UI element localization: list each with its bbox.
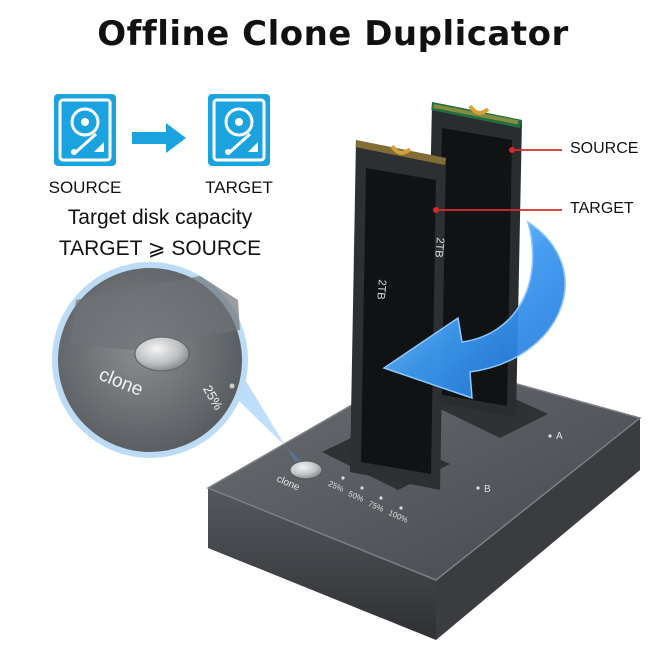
ssd-front [350, 140, 446, 490]
zoom-magnifier [52, 262, 248, 458]
callout-source-label: SOURCE [570, 140, 639, 157]
capacity-text-line1: Target disk capacity [67, 206, 253, 229]
arrow-right-icon [132, 123, 186, 153]
target-disk-icon [208, 94, 270, 166]
callout-dot-source [509, 147, 515, 153]
ssd-front-capacity: 2TB [374, 278, 388, 301]
target-disk-label: TARGET [205, 178, 273, 197]
slot-a-led [548, 434, 552, 438]
slot-b-label: B [484, 484, 491, 495]
dock-progress-leds [341, 476, 403, 510]
callout-dot-target [433, 207, 439, 213]
source-disk-icon [54, 94, 116, 166]
ssd-back-capacity: 2TB [432, 236, 446, 259]
slot-a-label: A [556, 431, 563, 442]
dock-clone-button[interactable] [289, 460, 323, 480]
zoom-clone-button [134, 336, 190, 372]
capacity-text-line2: TARGET ⩾ SOURCE [58, 237, 262, 260]
callout-target-label: TARGET [570, 200, 634, 217]
source-disk-label: SOURCE [48, 178, 122, 197]
page-title: Offline Clone Duplicator [97, 14, 569, 54]
clone-arrow [382, 220, 566, 400]
slot-b-led [476, 486, 480, 490]
